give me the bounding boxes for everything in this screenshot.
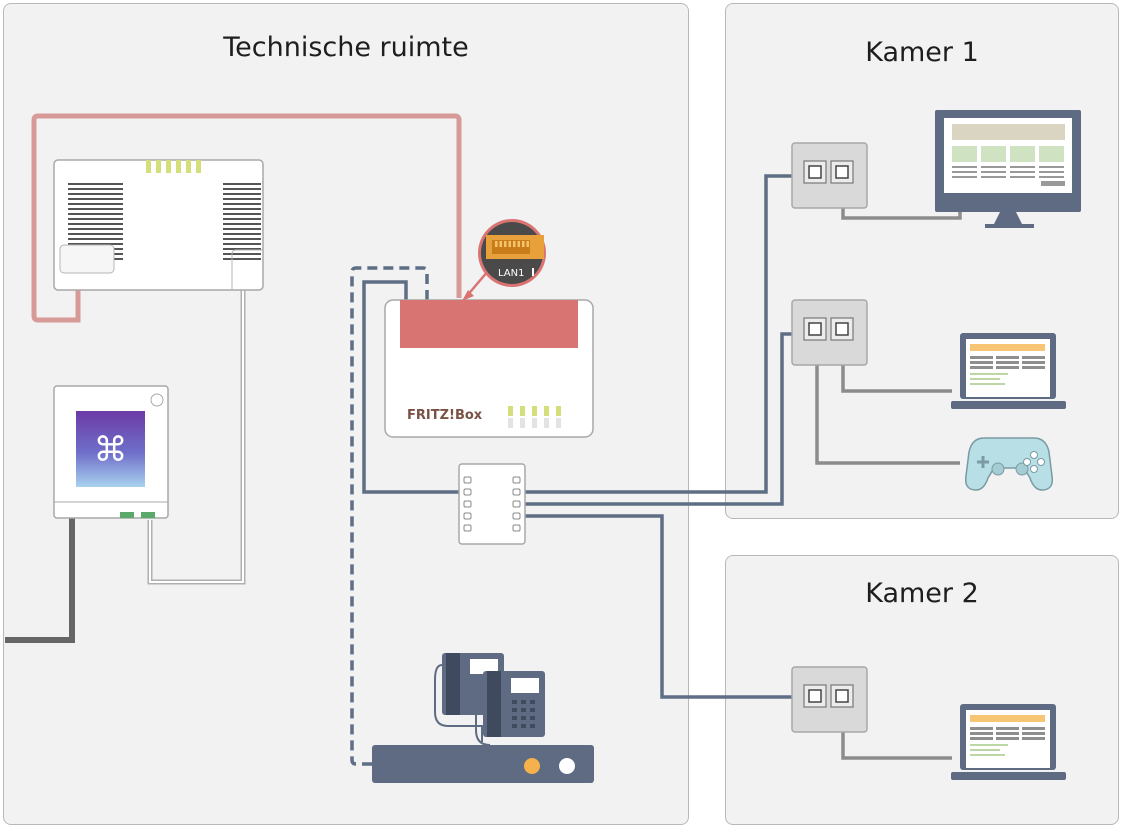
lan1-port-badge: LAN1: [462, 219, 546, 301]
router-led: [532, 406, 537, 416]
switch-port: [512, 500, 521, 508]
router-led: [544, 406, 549, 416]
switch-port: [463, 524, 472, 532]
router-led: [520, 406, 525, 416]
laptop-room2: [951, 704, 1066, 780]
modem-led: [156, 160, 161, 173]
dsl-cable: [31, 113, 462, 323]
room-title-kamer-2: Kamer 2: [865, 578, 979, 609]
modem: [53, 159, 264, 291]
modem-led: [166, 160, 171, 173]
switch-port: [512, 476, 521, 484]
lan1-label: LAN1: [498, 268, 524, 279]
wall-socket: [791, 299, 868, 366]
room-kamer-1: Kamer 1: [725, 3, 1119, 519]
phone-cable-dashed: [350, 266, 429, 766]
switch-room1-socket2-cable: [520, 332, 792, 506]
game-controller-icon: [964, 437, 1054, 491]
desktop-monitor: [935, 110, 1081, 228]
modem-led: [146, 160, 151, 173]
laptop-room1: [951, 333, 1066, 409]
router-led: [556, 406, 561, 416]
modem-led: [196, 160, 201, 173]
phone-base-station: [372, 745, 594, 783]
switch-room2-socket-cable: [520, 514, 792, 699]
network-switch: [458, 463, 526, 545]
fritzbox-brand-label: FRITZ!Box: [407, 408, 483, 423]
switch-port: [512, 488, 521, 496]
meter-cable: [5, 518, 75, 643]
room-title-technical: Technische ruimte: [223, 32, 469, 63]
fritzbox-router: FRITZ!Box: [384, 299, 594, 438]
switch-port: [512, 512, 521, 520]
home-automation-logo-icon: ⌘: [94, 430, 128, 470]
router-switch-cable: [362, 280, 466, 494]
wall-socket: [791, 142, 868, 209]
switch-port: [463, 512, 472, 520]
router-led: [508, 406, 513, 416]
wall-socket: [791, 666, 868, 733]
switch-port: [463, 476, 472, 484]
switch-room1-socket1-cable: [520, 174, 792, 494]
modem-led: [176, 160, 181, 173]
switch-port: [463, 488, 472, 496]
home-automation-panel: ⌘: [53, 385, 169, 519]
room-title-kamer-1: Kamer 1: [865, 37, 979, 68]
modem-led: [186, 160, 191, 173]
desk-phone-front: [475, 671, 545, 746]
switch-port: [463, 500, 472, 508]
switch-port: [512, 524, 521, 532]
